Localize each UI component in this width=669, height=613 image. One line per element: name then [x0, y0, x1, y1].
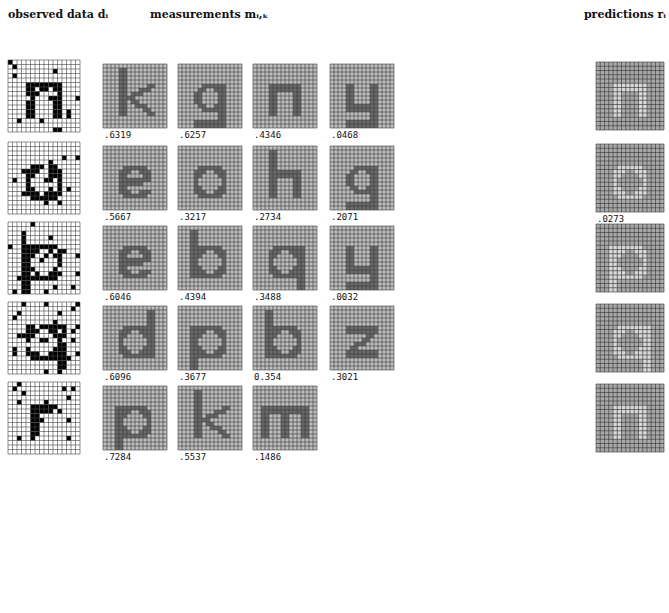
pixel-grid: [596, 62, 664, 130]
score-value: .2071: [331, 212, 358, 222]
score-value: .3677: [179, 372, 206, 382]
pixel-grid: [596, 384, 664, 452]
score-value: .1486: [254, 452, 281, 462]
pixel-grid: [178, 226, 242, 290]
column-heading: predictions rᵢ: [584, 8, 666, 21]
score-value: .6046: [104, 292, 131, 302]
pixel-grid: [253, 64, 317, 128]
pixel-grid: [330, 306, 394, 370]
pixel-grid: [178, 306, 242, 370]
pixel-grid: [253, 226, 317, 290]
pixel-grid: [330, 226, 394, 290]
pixel-grid: [330, 64, 394, 128]
pixel-grid: [103, 306, 167, 370]
pixel-grid: [8, 382, 80, 454]
pixel-grid: [596, 224, 664, 292]
score-value: .5537: [179, 452, 206, 462]
pixel-grid: [103, 226, 167, 290]
pixel-grid: [8, 142, 80, 214]
score-value: .3217: [179, 212, 206, 222]
pixel-grid: [178, 64, 242, 128]
pixel-grid: [253, 386, 317, 450]
column-heading: observed data dᵢ: [8, 8, 108, 21]
score-value: .3021: [331, 372, 358, 382]
pixel-grid: [253, 306, 317, 370]
score-value: .6096: [104, 372, 131, 382]
pixel-grid: [253, 146, 317, 210]
pixel-grid: [330, 146, 394, 210]
pixel-grid: [8, 302, 80, 374]
score-value: .0468: [331, 130, 358, 140]
score-value: .0273: [597, 214, 624, 224]
score-value: .6257: [179, 130, 206, 140]
score-value: .4394: [179, 292, 206, 302]
score-value: .7284: [104, 452, 131, 462]
pixel-grid: [178, 146, 242, 210]
pixel-grid: [596, 144, 664, 212]
score-value: .2734: [254, 212, 281, 222]
column-heading: measurements mᵢ,ₖ: [150, 8, 268, 21]
pixel-grid: [103, 64, 167, 128]
score-value: 0.354: [254, 372, 281, 382]
pixel-grid: [596, 304, 664, 372]
pixel-grid: [103, 146, 167, 210]
score-value: .5667: [104, 212, 131, 222]
pixel-grid: [103, 386, 167, 450]
pixel-grid: [178, 386, 242, 450]
pixel-grid: [8, 222, 80, 294]
score-value: .6319: [104, 130, 131, 140]
score-value: .0032: [331, 292, 358, 302]
score-value: .4346: [254, 130, 281, 140]
pixel-grid: [8, 60, 80, 132]
score-value: .3488: [254, 292, 281, 302]
